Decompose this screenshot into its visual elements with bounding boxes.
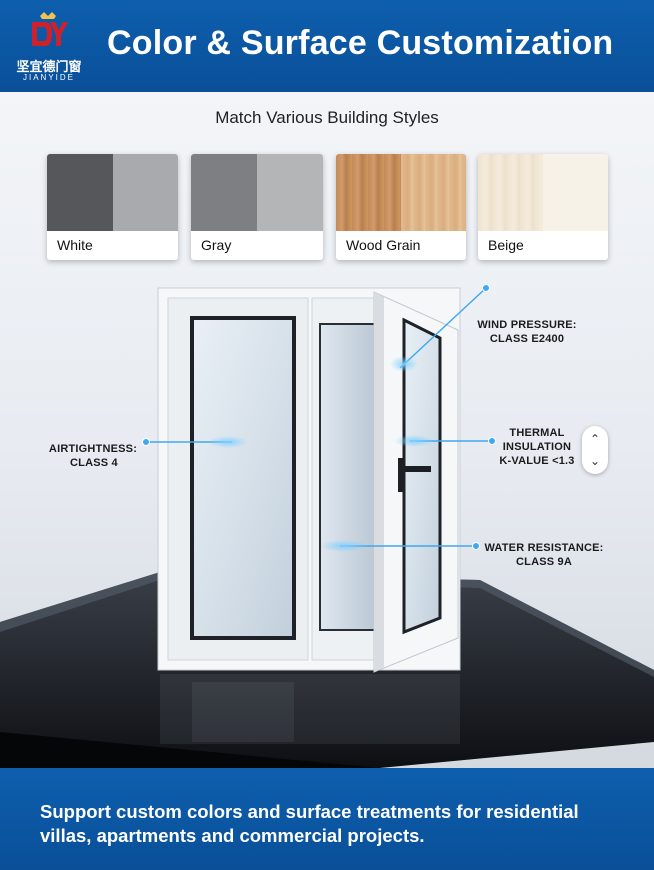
product-scene: Match Various Building Styles White Gray… — [0, 92, 654, 768]
swatch-tone-light — [257, 154, 323, 231]
callout-line: WIND PRESSURE: — [477, 319, 577, 331]
swatch-label: Gray — [201, 237, 232, 253]
page-title: Color & Surface Customization — [107, 24, 614, 62]
brand-logo: 坚宜德门窗 JIANYIDE — [8, 6, 90, 84]
chevron-up-icon[interactable]: ⌃ — [589, 432, 601, 446]
open-sash-glass — [402, 317, 442, 635]
swatch-tone-dark — [336, 154, 401, 231]
chevron-down-icon[interactable]: ⌄ — [589, 454, 601, 468]
callout-line: AIRTIGHTNESS: — [48, 443, 138, 455]
callout-wind-pressure: WIND PRESSURE: CLASS E2400 — [474, 318, 580, 346]
footer-banner: Support custom colors and surface treatm… — [0, 768, 654, 870]
swatch-label: White — [57, 237, 93, 253]
color-swatch-beige[interactable]: Beige — [478, 154, 608, 260]
window-handle-icon — [398, 458, 404, 492]
color-swatch-gray[interactable]: Gray — [191, 154, 323, 260]
brand-name-cn: 坚宜德门窗 — [16, 60, 82, 75]
scroll-control[interactable]: ⌃ ⌄ — [582, 426, 608, 474]
callout-thermal-insulation: THERMAL INSULATION K-VALUE <1.3 — [494, 426, 580, 468]
callout-line: K-VALUE <1.3 — [499, 455, 575, 467]
color-swatch-wood-grain[interactable]: Wood Grain — [336, 154, 466, 260]
swatch-tone-dark — [191, 154, 257, 231]
callout-line: CLASS 9A — [516, 556, 572, 568]
swatch-tone-dark — [47, 154, 113, 231]
footer-line: villas, apartments and commercial projec… — [40, 825, 425, 846]
footer-line: Support custom colors and surface treatm… — [40, 801, 579, 822]
center-glass-pane — [319, 323, 379, 631]
color-swatch-white[interactable]: White — [47, 154, 178, 260]
callout-line: CLASS E2400 — [489, 333, 565, 345]
callout-line: CLASS 4 — [70, 457, 118, 469]
swatch-label: Wood Grain — [346, 237, 421, 253]
callout-line: WATER RESISTANCE: — [484, 542, 604, 554]
callout-line: INSULATION — [502, 441, 572, 453]
header-banner: 坚宜德门窗 JIANYIDE Color & Surface Customiza… — [0, 0, 654, 92]
logo-mark-icon — [32, 12, 68, 46]
callout-line: THERMAL — [509, 427, 565, 439]
left-glass-pane — [190, 316, 296, 640]
swatch-label: Beige — [488, 237, 524, 253]
footer-description: Support custom colors and surface treatm… — [40, 800, 630, 848]
section-subtitle: Match Various Building Styles — [215, 108, 439, 127]
window-illustration — [0, 284, 654, 768]
brand-name-en: JIANYIDE — [22, 73, 75, 82]
swatch-tone-light — [543, 154, 608, 231]
swatch-tone-light — [401, 154, 466, 231]
callout-water-resistance: WATER RESISTANCE: CLASS 9A — [484, 541, 604, 569]
swatch-tone-light — [112, 154, 178, 231]
callout-airtightness: AIRTIGHTNESS: CLASS 4 — [46, 442, 140, 470]
swatch-tone-dark — [478, 154, 543, 231]
